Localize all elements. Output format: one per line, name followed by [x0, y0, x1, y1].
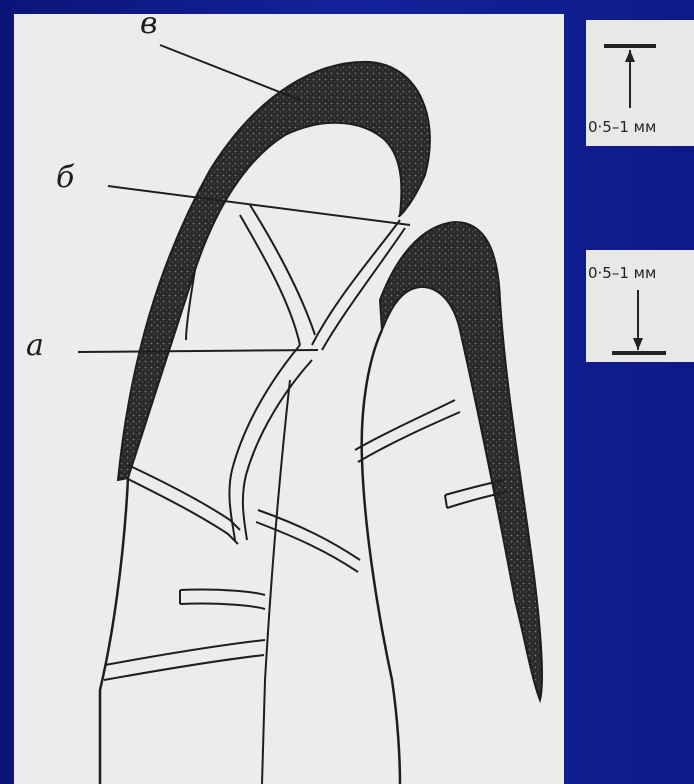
band-line-1: [128, 465, 240, 530]
dentin-outline-left: [100, 478, 128, 784]
enamel-layer-right: [380, 222, 542, 700]
band-line-6: [180, 603, 265, 609]
pulp-horn-line-1: [240, 215, 300, 345]
cusp-curve-3: [262, 380, 290, 784]
scale-label-bottom: 0·5–1 мм: [588, 264, 656, 282]
right-inner-curve-2: [358, 412, 460, 462]
scale-label-top: 0·5–1 мм: [588, 118, 656, 136]
band-line-5: [180, 589, 265, 595]
label-v: в: [140, 6, 157, 41]
band-line-stub-1: [445, 495, 447, 508]
pointer-line-v: [160, 45, 300, 100]
band-line-7: [105, 640, 265, 665]
cusp-curve-1: [229, 345, 300, 540]
pointer-line-a: [78, 350, 318, 352]
label-a: а: [26, 328, 44, 363]
scale-bar-bottom: 0·5–1 мм: [586, 250, 694, 362]
band-line-8: [104, 655, 264, 680]
pulp-horn-line-2: [250, 205, 315, 335]
enamel-layer-left: [118, 62, 430, 480]
band-line-2: [126, 478, 238, 544]
right-inner-curve: [355, 400, 455, 450]
scale-bar-top: 0·5–1 мм: [586, 20, 694, 146]
label-b: б: [56, 160, 74, 195]
dentin-outline-right: [362, 330, 400, 784]
